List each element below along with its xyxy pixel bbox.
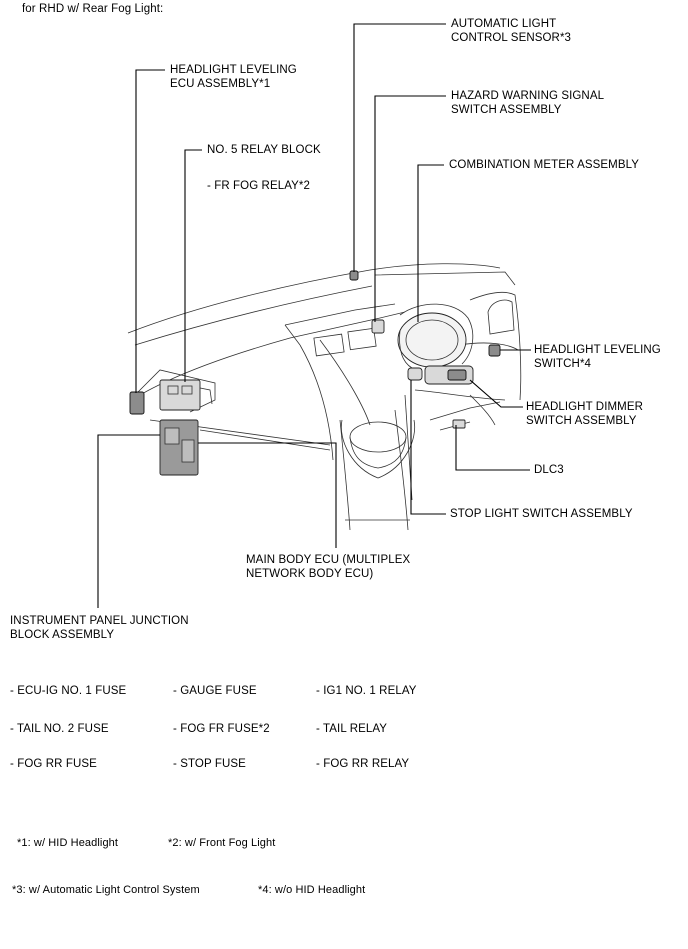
fuse-item: - STOP FUSE <box>173 758 246 770</box>
label-stop-light-switch: STOP LIGHT SWITCH ASSEMBLY <box>450 508 633 520</box>
label-headlight-leveling-ecu-1: HEADLIGHT LEVELING <box>170 64 297 76</box>
label-main-body-ecu-2: NETWORK BODY ECU) <box>246 568 374 580</box>
relay-item: - IG1 NO. 1 RELAY <box>316 685 417 697</box>
auto-light-sensor-part <box>349 270 359 281</box>
dlc3-part <box>452 419 466 429</box>
label-auto-light-sensor-2: CONTROL SENSOR*3 <box>451 32 572 44</box>
footnote-2: *2: w/ Front Fog Light <box>168 837 276 849</box>
footnote-3: *3: w/ Automatic Light Control System <box>12 884 200 896</box>
relay-item: - TAIL RELAY <box>316 723 388 735</box>
label-junction-block-1: INSTRUMENT PANEL JUNCTION <box>10 615 189 627</box>
hazard-switch-part <box>371 319 385 334</box>
label-junction-block-2: BLOCK ASSEMBLY <box>10 629 115 641</box>
fuse-item: - TAIL NO. 2 FUSE <box>10 723 109 735</box>
label-hazard-switch-1: HAZARD WARNING SIGNAL <box>451 90 605 102</box>
label-leveling-switch-2: SWITCH*4 <box>534 358 592 370</box>
label-relay-block: NO. 5 RELAY BLOCK <box>207 144 321 156</box>
combination-meter-part <box>397 312 467 369</box>
fuse-item: - GAUGE FUSE <box>173 685 257 697</box>
label-auto-light-sensor-1: AUTOMATIC LIGHT <box>451 18 557 30</box>
label-hazard-switch-2: SWITCH ASSEMBLY <box>451 104 562 116</box>
leader-lines <box>97 23 531 608</box>
diagram-header: for RHD w/ Rear Fog Light: <box>22 3 164 15</box>
headlight-leveling-ecu-part <box>129 391 145 415</box>
label-headlight-leveling-ecu-2: ECU ASSEMBLY*1 <box>170 78 271 90</box>
label-dimmer-switch-2: SWITCH ASSEMBLY <box>526 415 637 427</box>
label-fr-fog-relay: - FR FOG RELAY*2 <box>207 180 310 192</box>
fuse-item: - ECU-IG NO. 1 FUSE <box>10 685 127 697</box>
headlight-leveling-switch-part <box>488 344 501 357</box>
fuse-item: - FOG FR FUSE*2 <box>173 723 270 735</box>
footnote-1: *1: w/ HID Headlight <box>17 837 119 849</box>
label-main-body-ecu-1: MAIN BODY ECU (MULTIPLEX <box>246 554 411 566</box>
label-combination-meter: COMBINATION METER ASSEMBLY <box>449 159 640 171</box>
relay-item: - FOG RR RELAY <box>316 758 410 770</box>
label-dimmer-switch-1: HEADLIGHT DIMMER <box>526 401 644 413</box>
junction-block-part <box>159 419 199 476</box>
label-leveling-switch-1: HEADLIGHT LEVELING <box>534 344 661 356</box>
label-dlc3: DLC3 <box>534 464 564 476</box>
dimmer-switch-part <box>407 365 474 385</box>
footnote-4: *4: w/o HID Headlight <box>258 884 366 896</box>
relay-block-part <box>159 379 201 411</box>
fuse-item: - FOG RR FUSE <box>10 758 97 770</box>
